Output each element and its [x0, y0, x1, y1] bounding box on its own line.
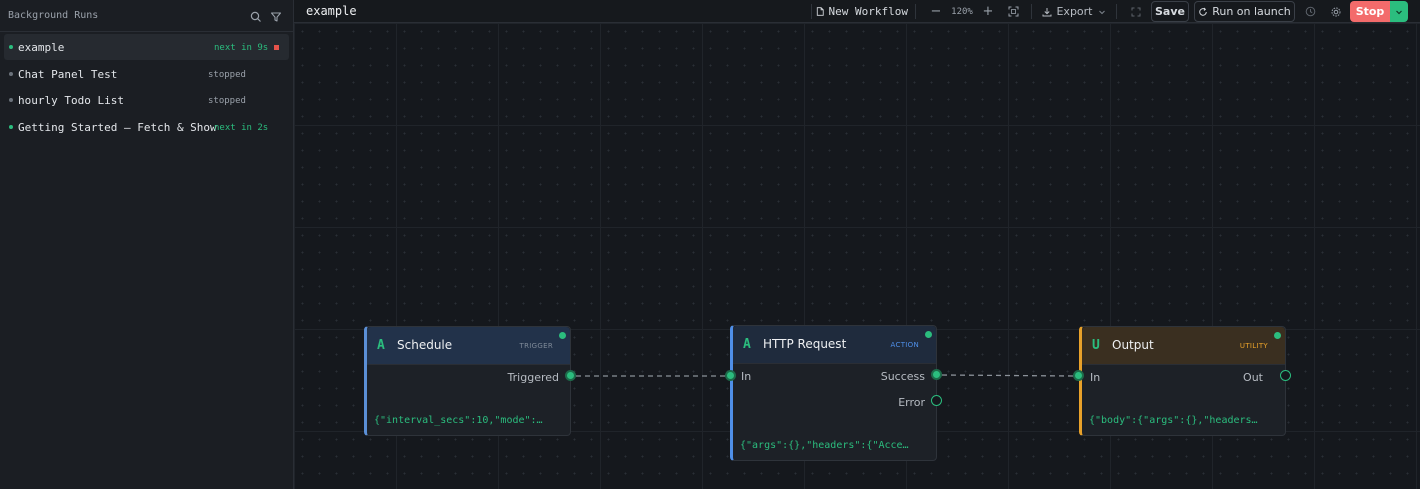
stop-button[interactable]: Stop: [1350, 1, 1390, 22]
fullscreen-icon: [1131, 7, 1141, 16]
export-button[interactable]: Export: [1042, 1, 1106, 22]
run-status-dot: [9, 45, 13, 49]
zoom-in-button[interactable]: +: [982, 4, 994, 19]
run-status-dot: [9, 98, 13, 102]
workflow-canvas[interactable]: A Schedule TRIGGER Triggered {"interval_…: [294, 23, 1420, 489]
fit-view-icon: [1008, 6, 1018, 17]
run-on-launch-label: Run on launch: [1212, 5, 1291, 18]
sidebar: Background Runs example next in 9s Chat …: [0, 0, 294, 489]
stop-label: Stop: [1355, 5, 1385, 18]
node-letter: U: [1092, 338, 1100, 353]
run-name: Chat Panel Test: [18, 68, 118, 81]
node-config-preview: {"body":{"args":{},"headers…: [1089, 415, 1258, 426]
node-title: Schedule: [397, 338, 453, 352]
port-label-error: Error: [898, 396, 925, 409]
workflow-title: example: [306, 4, 357, 18]
fullscreen-button[interactable]: [1128, 1, 1144, 22]
edges-layer: [576, 374, 1074, 377]
run-status: stopped: [208, 96, 246, 106]
node-type: UTILITY: [1239, 342, 1268, 350]
new-workflow-button[interactable]: New Workflow: [816, 1, 908, 22]
port-label-success: Success: [880, 370, 925, 383]
stop-run-icon[interactable]: [274, 45, 279, 50]
history-button[interactable]: [1302, 1, 1318, 22]
run-status-dot: [9, 72, 13, 76]
toolbar-divider: [1031, 4, 1032, 19]
node-schedule[interactable]: A Schedule TRIGGER Triggered {"interval_…: [364, 326, 571, 436]
gear-icon: [1331, 7, 1341, 16]
sidebar-title: Background Runs: [8, 10, 99, 21]
port-triggered[interactable]: [565, 370, 576, 381]
run-status: next in 2s: [214, 123, 269, 133]
run-status: stopped: [208, 70, 246, 80]
toolbar-divider: [915, 4, 916, 19]
node-status-dot: [925, 331, 932, 338]
save-button[interactable]: Save: [1151, 1, 1189, 22]
filter-icon[interactable]: [269, 9, 283, 23]
node-type: ACTION: [890, 341, 919, 349]
port-label-out: Out: [1243, 371, 1263, 384]
run-status: next in 9s: [214, 43, 269, 53]
node-title: Output: [1112, 338, 1154, 352]
run-item-getting-started[interactable]: Getting Started — Fetch & Show next in 2…: [4, 114, 289, 140]
node-header: A Schedule TRIGGER: [367, 327, 570, 365]
port-in[interactable]: [725, 370, 736, 381]
node-status-dot: [559, 332, 566, 339]
run-options-button[interactable]: [1390, 1, 1408, 22]
run-status-dot: [9, 125, 13, 129]
node-type: TRIGGER: [519, 342, 553, 350]
save-label: Save: [1155, 5, 1185, 18]
node-output[interactable]: U Output UTILITY In Out {"body":{"args":…: [1079, 326, 1286, 436]
port-label-in: In: [1090, 371, 1101, 384]
toolbar: example New Workflow − 120% + Export Sav…: [294, 0, 1420, 23]
node-header: U Output UTILITY: [1082, 327, 1285, 365]
chevron-down-icon: [1396, 10, 1402, 14]
zoom-out-button[interactable]: −: [930, 4, 942, 19]
sidebar-header: Background Runs: [0, 0, 294, 32]
export-label: Export: [1056, 5, 1093, 18]
run-item-example[interactable]: example next in 9s: [4, 34, 289, 60]
clock-icon: [1305, 6, 1315, 17]
search-icon[interactable]: [249, 9, 263, 23]
node-header: A HTTP Request ACTION: [733, 326, 936, 364]
port-out[interactable]: [1280, 370, 1291, 381]
node-letter: A: [743, 337, 751, 352]
run-on-launch-button[interactable]: Run on launch: [1194, 1, 1295, 22]
node-letter: A: [377, 338, 385, 353]
refresh-icon: [1199, 7, 1208, 16]
download-icon: [1042, 7, 1052, 16]
run-item-chat-panel-test[interactable]: Chat Panel Test stopped: [4, 61, 289, 87]
run-item-hourly-todo-list[interactable]: hourly Todo List stopped: [4, 87, 289, 113]
toolbar-divider: [1116, 4, 1117, 19]
node-http-request[interactable]: A HTTP Request ACTION In Success Error {…: [730, 325, 937, 461]
chevron-down-icon: [1098, 10, 1105, 14]
node-config-preview: {"args":{},"headers":{"Acce…: [740, 440, 909, 451]
port-error[interactable]: [931, 395, 942, 406]
run-name: hourly Todo List: [18, 94, 124, 107]
zoom-level: 120%: [951, 6, 973, 17]
node-config-preview: {"interval_secs":10,"mode":…: [374, 415, 543, 426]
edge-http-output: [941, 374, 1074, 377]
node-title: HTTP Request: [763, 337, 847, 351]
node-status-dot: [1274, 332, 1281, 339]
toolbar-divider: [811, 4, 812, 19]
run-name: example: [18, 41, 65, 54]
settings-button[interactable]: [1328, 1, 1344, 22]
run-name: Getting Started — Fetch & Show: [18, 121, 217, 134]
port-label-in: In: [741, 370, 752, 383]
new-workflow-label: New Workflow: [828, 5, 908, 18]
document-icon: [816, 7, 824, 16]
fit-view-button[interactable]: [1005, 1, 1021, 22]
port-success[interactable]: [931, 369, 942, 380]
port-in[interactable]: [1073, 370, 1084, 381]
port-label-triggered: Triggered: [507, 371, 559, 384]
